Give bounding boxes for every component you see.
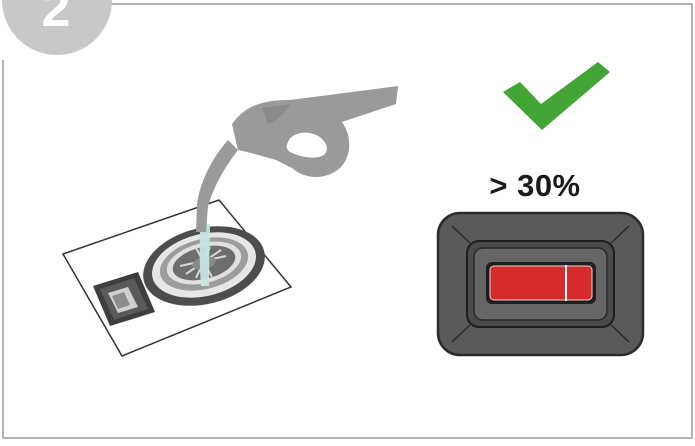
fuel-filler-cap-icon: [63, 200, 291, 356]
step-number: 2: [26, 0, 86, 35]
checkmark-icon: [503, 62, 610, 130]
fuel-stream: [200, 224, 210, 286]
gauge-level-bar: [490, 266, 592, 300]
fuel-gauge-icon: [438, 213, 643, 355]
fuel-level-threshold: > 30%: [430, 168, 640, 204]
